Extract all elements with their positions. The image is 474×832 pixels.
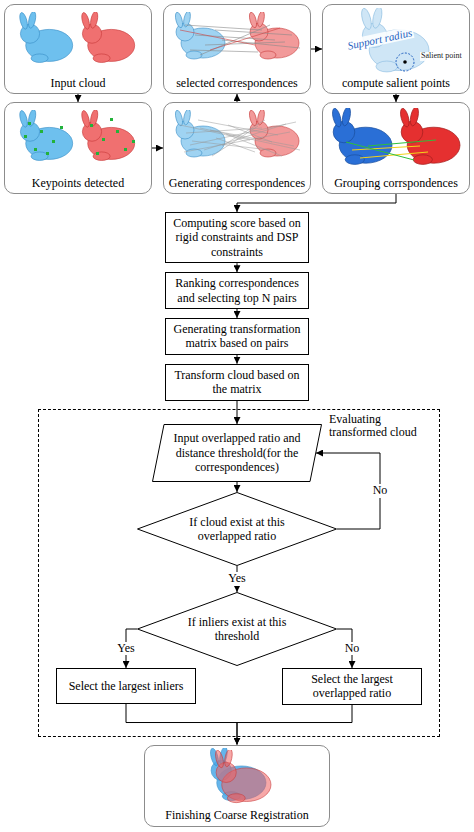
- image-panel: Input cloud: [4, 4, 152, 94]
- flow-arrow: [237, 401, 238, 424]
- group-lines: [346, 140, 436, 160]
- red-bunny: [80, 109, 134, 161]
- process-box: Select the largest overlapped ratio: [282, 668, 422, 705]
- image-panel: Keypoints detected: [4, 102, 152, 194]
- shape-text: Input overlapped ratio and distance thre…: [167, 431, 307, 474]
- red-bunny: [248, 109, 299, 157]
- process-box: Ranking correspondences and selecting to…: [165, 272, 309, 309]
- support-circle: [396, 53, 414, 71]
- flow-arrow: [311, 49, 322, 50]
- blue-bunny: [18, 11, 72, 63]
- image-panel: selected correspondences: [163, 4, 311, 94]
- panel-caption: Generating correspondences: [169, 176, 305, 190]
- red-bunny: [399, 106, 460, 164]
- flow-arrow: [237, 194, 396, 212]
- flow-arrow: [78, 94, 79, 102]
- panel-caption: compute salient points: [342, 76, 450, 90]
- image-label: Salient point: [420, 52, 463, 61]
- edge-label: Yes: [115, 642, 136, 655]
- panel-caption: Input cloud: [51, 76, 106, 90]
- process-box: Computing score based on rigid constrain…: [165, 212, 309, 263]
- group-lines: [352, 146, 428, 158]
- shape-outline: [138, 593, 337, 666]
- edge-label: No: [371, 484, 390, 497]
- edge-label: No: [343, 642, 362, 655]
- edge-label: Yes: [226, 572, 247, 585]
- box-text: Select the largest overlapped ratio: [289, 672, 415, 701]
- box-text: Transform cloud based on the matrix: [172, 368, 302, 397]
- correspondence-lines: [180, 28, 280, 50]
- flow-arrow: [126, 704, 237, 745]
- box-text: Ranking correspondences and selecting to…: [172, 276, 302, 305]
- shape-text: If inliers exist at this threshold: [185, 615, 289, 644]
- image-panel: Grouping corrspondences: [322, 102, 470, 194]
- image-panel: compute salient points: [322, 4, 470, 94]
- input-parallelogram: Input overlapped ratio and distance thre…: [152, 424, 322, 482]
- panel-caption: selected correspondences: [176, 76, 298, 90]
- shape-outline: [153, 425, 322, 482]
- panel-caption: Finishing Coarse Registration: [165, 808, 308, 822]
- panel-caption: Keypoints detected: [32, 176, 124, 190]
- box-text: Computing score based on rigid constrain…: [172, 216, 302, 259]
- flow-arrow: [237, 705, 352, 745]
- image-panel: Generating correspondences: [163, 102, 311, 194]
- process-box: Select the largest inliers: [56, 668, 196, 704]
- keypoints: [24, 118, 135, 155]
- blue-bunny: [18, 109, 72, 161]
- flow-arrow: [396, 94, 397, 102]
- process-box: Generating transformation matrix based o…: [165, 318, 309, 355]
- box-text: Generating transformation matrix based o…: [172, 322, 302, 351]
- region-heading: Evaluating transformed cloud: [329, 413, 435, 441]
- flow-arrow: [237, 482, 238, 492]
- shape-text: If cloud exist at this overlapped ratio: [185, 515, 289, 544]
- flow-arrow: [237, 94, 238, 102]
- decision-diamond: If cloud exist at this overlapped ratio: [137, 492, 337, 566]
- flow-arrow: [237, 263, 238, 272]
- flow-arrow: [237, 309, 238, 318]
- process-box: Transform cloud based on the matrix: [165, 364, 309, 401]
- blue-bunny: [174, 11, 225, 59]
- salient-dot: [403, 60, 407, 64]
- flow-arrow: [152, 148, 163, 149]
- image-panel: Finishing Coarse Registration: [144, 745, 330, 827]
- red-bunny: [80, 11, 134, 63]
- shape-outline: [138, 493, 337, 566]
- panel-caption: Grouping corrspondences: [334, 176, 458, 190]
- red-bunny: [214, 748, 271, 802]
- correspondence-lines: [180, 120, 300, 156]
- box-text: Select the largest inliers: [69, 679, 184, 693]
- decision-diamond: If inliers exist at this threshold: [137, 592, 337, 666]
- flow-arrow: [237, 355, 238, 364]
